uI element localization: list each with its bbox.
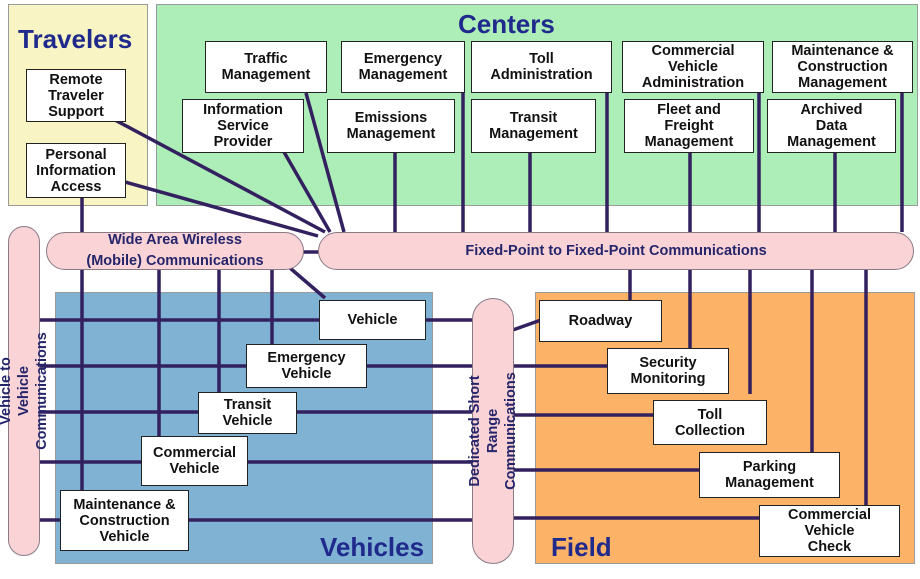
centers-title: Centers — [458, 9, 555, 39]
travelers-title: Travelers — [18, 24, 133, 54]
dsrc-roadway — [509, 318, 542, 333]
fleet-freight-management-box: Fleet and Freight Management — [624, 99, 754, 153]
commercial-vehicle-box: Commercial Vehicle — [141, 436, 248, 486]
isp-link — [282, 151, 332, 233]
archived-data-management-box: Archived Data Management — [767, 99, 896, 153]
wide-area-wireless-pill: Wide Area Wireless (Mobile) Communicatio… — [46, 232, 304, 270]
information-service-provider-box: Information Service Provider — [182, 99, 304, 153]
parking-management-box: Parking Management — [699, 452, 840, 498]
cv-administration-box: Commercial Vehicle Administration — [622, 41, 764, 93]
vehicle-to-vehicle-pill: Vehicle to Vehicle Communications — [0, 226, 50, 556]
vehicle-to-vehicle-label: Vehicle to Vehicle Communications — [0, 332, 50, 450]
personal-information-access-box: Personal Information Access — [26, 143, 126, 198]
transit-vehicle-box: Transit Vehicle — [198, 392, 297, 434]
emissions-management-box: Emissions Management — [327, 99, 455, 153]
fixed-point-pill: Fixed-Point to Fixed-Point Communication… — [318, 232, 914, 270]
security-monitoring-box: Security Monitoring — [607, 348, 729, 394]
dsrc-pill: Dedicated Short Range Communications — [467, 298, 519, 564]
vehicle-box: Vehicle — [319, 300, 426, 340]
vehicle-wireless-link — [288, 266, 327, 300]
emergency-vehicle-box: Emergency Vehicle — [246, 344, 367, 388]
remote-traveler-support-box: Remote Traveler Support — [26, 69, 126, 122]
roadway-box: Roadway — [539, 300, 662, 342]
pia-link — [124, 180, 319, 238]
maint-construction-vehicle-box: Maintenance & Construction Vehicle — [60, 490, 189, 551]
field-title: Field — [551, 532, 612, 562]
dsrc-label: Dedicated Short Range Communications — [467, 372, 519, 490]
transit-management-box: Transit Management — [471, 99, 596, 153]
toll-administration-box: Toll Administration — [471, 41, 612, 93]
emergency-management-box: Emergency Management — [341, 41, 465, 93]
rts-link — [114, 118, 326, 234]
toll-collection-box: Toll Collection — [653, 400, 767, 445]
cv-check-box: Commercial Vehicle Check — [759, 505, 900, 557]
traffic-link — [304, 92, 346, 233]
vehicles-title: Vehicles — [320, 532, 425, 562]
traffic-management-box: Traffic Management — [205, 41, 327, 93]
maint-construction-management-box: Maintenance & Construction Management — [772, 41, 913, 93]
